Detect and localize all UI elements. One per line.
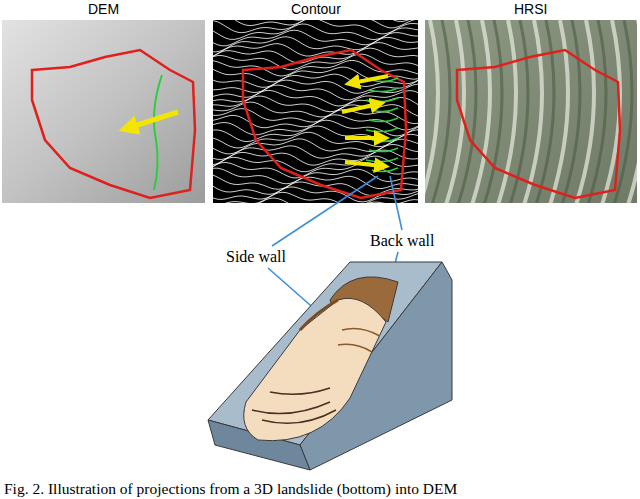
dem-arrow	[128, 112, 178, 128]
shadow	[562, 20, 580, 203]
ridge	[576, 20, 594, 203]
shadow	[588, 20, 606, 203]
part-label: Side wall	[226, 248, 286, 266]
figure-caption: Fig. 2. Illustration of projections from…	[4, 480, 457, 498]
ridge	[550, 20, 568, 203]
contour-line	[213, 115, 418, 130]
green-contour	[372, 108, 398, 112]
dem-green-line	[154, 75, 162, 190]
green-contour	[369, 118, 398, 122]
panel-title: HRSI	[514, 1, 547, 17]
ridge	[524, 20, 542, 203]
shadow	[484, 20, 502, 203]
green-contour	[366, 158, 398, 162]
contour-line	[213, 30, 418, 46]
green-contour	[366, 98, 398, 102]
ridge	[425, 20, 438, 203]
contour-panel	[213, 20, 418, 203]
contour-line	[213, 156, 418, 172]
landslide-boundaries	[32, 50, 620, 198]
landslide-boundary	[32, 50, 195, 198]
contour-line	[213, 139, 418, 154]
shadow	[432, 20, 450, 203]
landslide-boundary	[457, 50, 620, 198]
green-contour	[369, 88, 398, 92]
contour-green-lines	[366, 78, 398, 172]
contour-line	[213, 198, 418, 203]
green-contour	[372, 168, 398, 172]
contour-lines	[213, 20, 418, 203]
green-contour	[366, 128, 398, 132]
ridge	[472, 20, 490, 203]
contour-line	[213, 20, 418, 28]
contour-line	[213, 48, 418, 63]
contour-line	[213, 109, 418, 124]
contour-line	[213, 20, 418, 34]
contour-line	[213, 150, 418, 165]
part-label: Back wall	[370, 232, 434, 250]
panel-title: DEM	[88, 1, 119, 17]
panel-title: Contour	[291, 1, 341, 17]
green-contour	[369, 148, 398, 152]
dem-panel	[2, 20, 205, 203]
shadow	[536, 20, 554, 203]
landslide-block	[208, 262, 452, 470]
contour-line	[213, 145, 418, 160]
hrsi-texture	[425, 20, 637, 203]
contour-arrows	[342, 76, 388, 166]
contour-line	[213, 43, 418, 58]
contour-line	[213, 20, 418, 22]
ridge	[628, 20, 637, 203]
landslide-boundary	[243, 50, 406, 198]
contour-line	[213, 162, 418, 178]
